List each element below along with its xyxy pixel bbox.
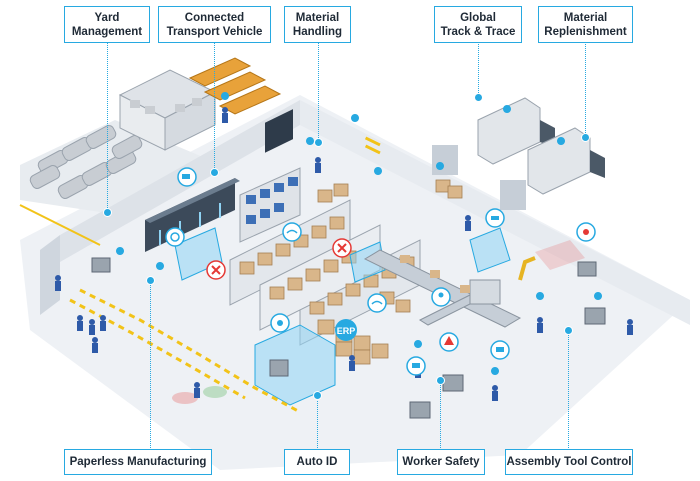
label-material-handling[interactable]: Material Handling: [284, 6, 351, 43]
dock-door-2: [500, 180, 526, 210]
ship-icon: [485, 208, 505, 228]
alert-icon: [206, 260, 226, 280]
truck-2: [527, 127, 605, 195]
wifi-icon: [282, 222, 302, 242]
timer-icon: [165, 227, 185, 247]
leader-auto-id: [317, 395, 318, 450]
settings-icon: [270, 313, 290, 333]
icon-bubbles: [165, 167, 596, 376]
settings-icon: [576, 222, 596, 242]
robot-arm: [518, 256, 536, 281]
pin-icon: [209, 167, 219, 177]
alert-icon: [332, 238, 352, 258]
pin-icon: [473, 92, 483, 102]
pin-icon: [102, 207, 112, 217]
label-yard-management[interactable]: Yard Management: [64, 6, 150, 43]
left-wall: [40, 235, 60, 315]
label-worker-safety[interactable]: Worker Safety: [397, 449, 485, 475]
cart-icon: [406, 356, 426, 376]
truck-icon: [177, 167, 197, 187]
leader-connected-transport: [214, 42, 215, 172]
pin-icon: [313, 137, 323, 147]
safety-barrier: [69, 288, 301, 414]
wifi-icon: [367, 293, 387, 313]
worker-icon: [431, 287, 451, 307]
erp-badge: ERP: [335, 319, 357, 341]
location-pins: [116, 92, 603, 382]
pin-icon: [145, 275, 155, 285]
floor-markers: [19, 136, 381, 246]
cardboard-boxes: [239, 179, 463, 315]
cart-icon: [490, 340, 510, 360]
leader-global-track: [478, 42, 479, 97]
leader-worker-safety: [440, 380, 441, 450]
label-auto-id[interactable]: Auto ID: [284, 449, 350, 475]
danger-zones: [172, 240, 585, 404]
wall-dashboard-screen: [265, 109, 293, 153]
blue-bin-rack: [239, 167, 301, 243]
leader-yard-management: [107, 42, 108, 212]
pin-icon: [312, 390, 322, 400]
scan-zones: [174, 227, 511, 406]
pin-icon: [563, 325, 573, 335]
label-paperless-manufacturing[interactable]: Paperless Manufacturing: [64, 449, 212, 475]
label-assembly-tool-control[interactable]: Assembly Tool Control: [505, 449, 633, 475]
warning-icon: [439, 332, 459, 352]
pin-icon: [580, 132, 590, 142]
label-connected-transport-vehicle[interactable]: Connected Transport Vehicle: [158, 6, 271, 43]
forklifts: [91, 257, 606, 419]
leader-assembly-tool: [568, 330, 569, 450]
pin-icon: [435, 375, 445, 385]
dock-door-1: [432, 145, 458, 175]
storage-racks-upper: [118, 69, 217, 151]
pallet-stack-top: [188, 57, 282, 115]
leader-material-replenishment: [585, 42, 586, 137]
erp-badge-label: ERP: [337, 326, 356, 336]
leader-material-handling: [318, 42, 319, 142]
label-material-replenishment[interactable]: Material Replenishment: [538, 6, 633, 43]
parked-cars: [29, 125, 143, 199]
leader-paperless: [150, 280, 151, 450]
label-global-track-trace[interactable]: Global Track & Trace: [434, 6, 522, 43]
